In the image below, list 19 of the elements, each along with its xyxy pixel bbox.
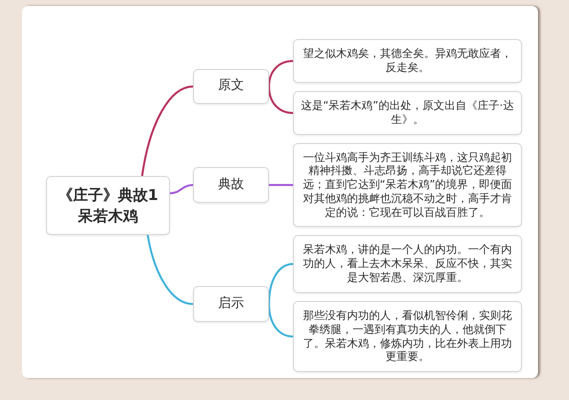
topic-subtitle: 呆若木鸡 (78, 206, 138, 226)
branch-line (269, 184, 293, 186)
note-box: 呆若木鸡，讲的是一个人的内功。一个有内功的人，看上去木木呆呆、反应不快，其实是大智若愚、深沉厚重。 (293, 235, 522, 293)
branch-line (170, 184, 194, 194)
branch-box: 原文 (193, 69, 269, 104)
branch-line (268, 304, 294, 338)
note-box: 一位斗鸡高手为齐王训练斗鸡，这只鸡起初精神抖擞、斗志昂扬，高手却说它还差得远；直到它达到“呆若木鸡”的境界，即便面对其他鸡的挑衅也沉稳不动之时，高手才肯定的说：它现在可以百战百胜了。 (293, 143, 522, 227)
branch-box: 典故 (193, 167, 269, 203)
branch-line (268, 263, 294, 304)
branch-line (268, 86, 294, 114)
note-box: 这是“呆若木鸡”的出处，原文出自《庄子·达生》。 (293, 91, 522, 135)
branch-box: 启示 (193, 286, 269, 322)
topic-box (46, 176, 170, 235)
branch-line (268, 60, 294, 87)
topic-title: 《庄子》典故1 (58, 184, 158, 206)
note-box: 那些没有内功的人，看似机智伶俐，实则花拳绣腿，一遇到有真功夫的人，他就倒下了。呆若木鸡，修炼内功，比在外表上用功更重要。 (293, 301, 522, 372)
note-box: 望之似木鸡矣，其德全矣。异鸡无敢应者，反走矣。 (293, 39, 522, 83)
branch-line (146, 234, 194, 305)
branch-line (141, 86, 194, 176)
